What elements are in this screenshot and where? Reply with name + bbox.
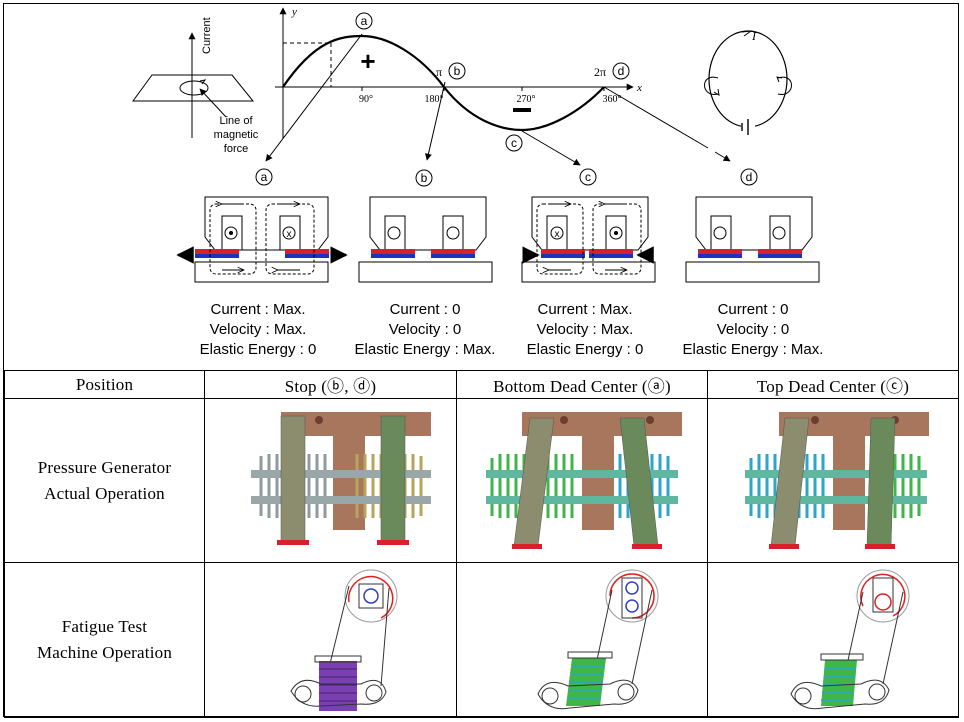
svg-text:a: a — [361, 14, 368, 28]
svg-text:c: c — [511, 136, 517, 150]
row-label-fatigue-test: Fatigue Test Machine Operation — [4, 562, 205, 718]
pressure-generator-stop-render — [204, 398, 457, 563]
marker-a-state: a — [255, 168, 273, 186]
x-axis-label: x — [636, 82, 642, 94]
svg-text:x: x — [555, 229, 560, 240]
current-axis-label: Current — [201, 17, 213, 54]
field-caption-3: force — [224, 143, 248, 155]
actuator-state-d — [685, 196, 820, 283]
state-b-description: Current : 0 Velocity : 0 Elastic Energy … — [354, 301, 496, 358]
pressure-generator-tdc-image — [745, 411, 929, 549]
table-row: Fatigue Test Machine Operation — [4, 562, 959, 718]
y-axis-label: y — [291, 6, 297, 18]
fatigue-test-stop-render — [204, 562, 457, 718]
state-d-description: Current : 0 Velocity : 0 Elastic Energy … — [682, 301, 824, 358]
pressure-generator-bdc-render — [456, 398, 708, 563]
negative-half-sign — [513, 108, 531, 112]
state-c-description: Current : Max. Velocity : Max. Elastic E… — [526, 301, 644, 358]
loop-current-label: I — [751, 29, 757, 43]
header-bottom-dead-center: Bottom Dead Center (ⓐ) — [456, 370, 708, 399]
svg-text:b: b — [421, 171, 428, 185]
marker-c-state: c — [579, 168, 597, 186]
field-caption-2: magnetic — [214, 129, 259, 141]
pressure-generator-bdc-image — [486, 411, 682, 549]
fatigue-test-bdc-render — [456, 562, 708, 718]
header-top-dead-center: Top Dead Center (ⓒ) — [707, 370, 959, 399]
svg-text:b: b — [454, 64, 461, 78]
pi-label: π — [436, 65, 442, 79]
svg-text:x: x — [287, 229, 292, 240]
tick-90: 90° — [359, 94, 373, 105]
operation-table: Position Stop (ⓑ, ⓓ) Bottom Dead Center … — [4, 370, 959, 718]
fatigue-test-stop-image — [289, 569, 397, 711]
actuator-state-c: x — [521, 196, 656, 283]
tick-270: 270° — [517, 94, 536, 105]
row-label-pressure-generator: Pressure Generator Actual Operation — [4, 398, 205, 563]
current-loop-sketch: I — [704, 29, 792, 135]
principle-diagram: Current Line of magnetic force y x 90° 1… — [132, 6, 820, 283]
state-pointer-arrows — [265, 33, 731, 166]
marker-d-state: d — [740, 168, 758, 186]
marker-b-state: b — [415, 169, 433, 187]
marker-d-top: d — [612, 62, 630, 80]
marker-a-top: a — [355, 12, 373, 30]
wire-field-sketch: Current Line of magnetic force — [132, 17, 259, 155]
marker-b-top: b — [448, 62, 466, 80]
tick-180: 180° — [425, 94, 444, 105]
fatigue-test-tdc-render — [707, 562, 959, 718]
svg-text:d: d — [746, 170, 753, 184]
field-caption-1: Line of — [219, 115, 253, 127]
fatigue-test-tdc-image — [790, 569, 910, 710]
state-a-description: Current : Max. Velocity : Max. Elastic E… — [199, 301, 317, 358]
table-header-row: Position Stop (ⓑ, ⓓ) Bottom Dead Center … — [4, 370, 959, 399]
pressure-generator-stop-image — [250, 411, 431, 545]
actuator-state-b — [358, 196, 493, 283]
svg-text:d: d — [618, 64, 625, 78]
fatigue-test-bdc-image — [537, 569, 659, 710]
svg-text:a: a — [261, 170, 268, 184]
two-pi-label: 2π — [594, 65, 606, 79]
svg-text:c: c — [585, 170, 591, 184]
header-stop: Stop (ⓑ, ⓓ) — [204, 370, 457, 399]
actuator-state-a: x — [176, 196, 348, 283]
positive-half-sign: + — [360, 46, 375, 76]
header-position: Position — [4, 370, 205, 399]
marker-c-top: c — [505, 134, 523, 152]
pressure-generator-tdc-render — [707, 398, 959, 563]
tick-360: 360° — [603, 94, 622, 105]
table-row: Pressure Generator Actual Operation — [4, 398, 959, 563]
